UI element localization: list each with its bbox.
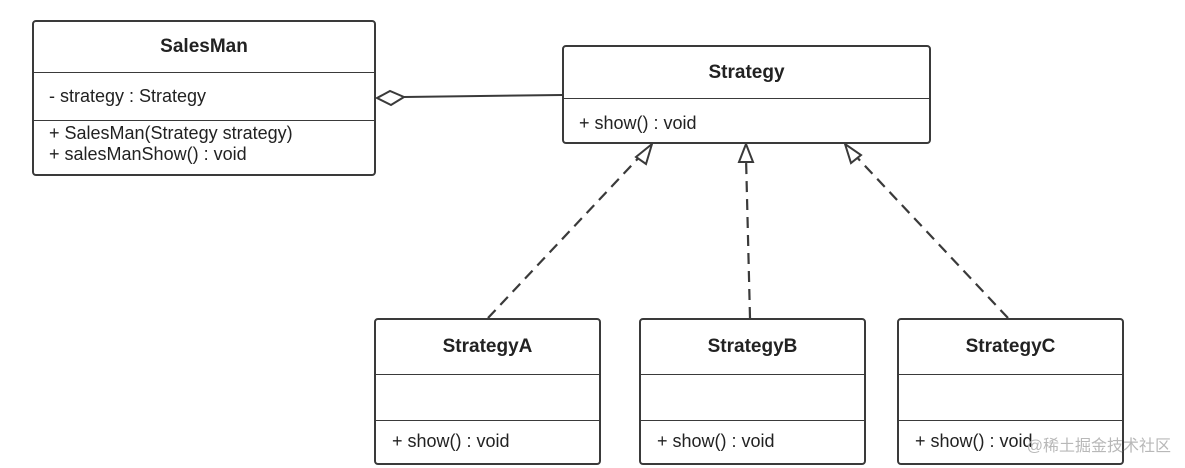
operation-show: + show() : void (579, 113, 697, 133)
class-strategy[interactable]: Strategy + show() : void (562, 45, 931, 144)
operation-show: + show() : void (915, 431, 1033, 451)
class-strategy-a[interactable]: StrategyA + show() : void (374, 318, 601, 465)
operations-section-strategy-c: + show() : void (899, 420, 1122, 452)
operation-show: + show() : void (392, 431, 510, 451)
class-name-salesman: SalesMan (160, 36, 248, 57)
attributes-section-strategy-c (899, 374, 1122, 420)
operation-show: + show() : void (657, 431, 775, 451)
operations-section-strategy-a: + show() : void (376, 420, 599, 452)
realization-arrowhead-b (737, 141, 755, 163)
class-strategy-b[interactable]: StrategyB + show() : void (639, 318, 866, 465)
operations-section-salesman: + SalesMan(Strategy strategy) + salesMan… (34, 120, 374, 165)
realization-arrowhead-a (634, 141, 654, 166)
attributes-section-strategy-b (641, 374, 864, 420)
class-name-strategy-a: StrategyA (442, 336, 533, 357)
aggregation-line (403, 94, 563, 98)
attributes-section-strategy-a (376, 374, 599, 420)
aggregation-diamond (374, 89, 407, 107)
attribute-strategy: - strategy : Strategy (49, 86, 207, 106)
class-name-strategy: Strategy (708, 62, 785, 83)
operation-salesmanshow: + salesManShow() : void (49, 144, 247, 164)
realization-arrowhead-c (843, 141, 863, 165)
class-strategy-c[interactable]: StrategyC + show() : void (897, 318, 1124, 465)
attributes-section-salesman: - strategy : Strategy (34, 72, 374, 120)
operation-constructor: + SalesMan(Strategy strategy) (49, 123, 293, 143)
operations-section-strategy: + show() : void (564, 98, 929, 134)
class-name-strategy-b: StrategyB (707, 336, 798, 357)
class-salesman[interactable]: SalesMan - strategy : Strategy + SalesMa… (32, 20, 376, 176)
operations-section-strategy-b: + show() : void (641, 420, 864, 452)
watermark-text: @稀土掘金技术社区 (1026, 438, 1171, 455)
realization-line-a (487, 150, 646, 319)
class-name-strategy-c: StrategyC (965, 336, 1056, 357)
realization-line-c (851, 151, 1009, 319)
realization-line-b (744, 156, 752, 319)
